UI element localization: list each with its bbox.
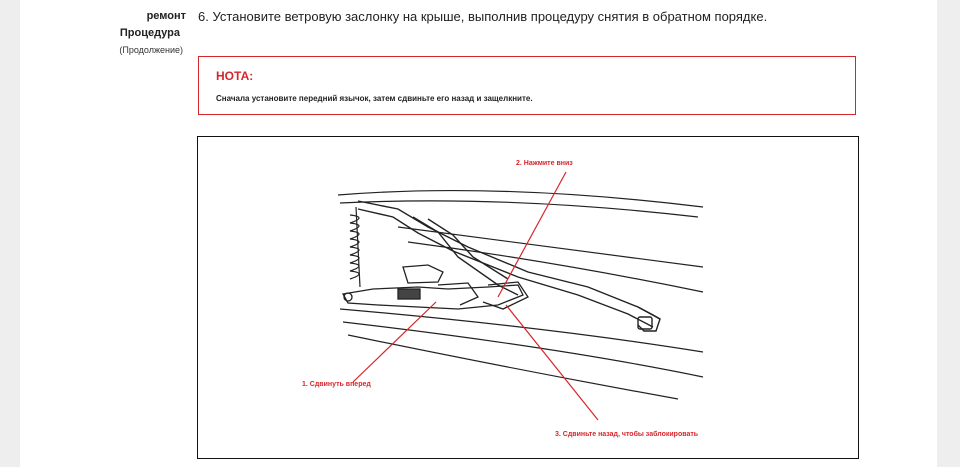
callout-slide-forward: 1. Сдвинуть вперед bbox=[302, 381, 371, 388]
step-instruction: 6. Установите ветровую заслонку на крыше… bbox=[198, 9, 768, 24]
latch-mechanism bbox=[341, 264, 529, 310]
section-label-procedure: Процедура bbox=[119, 27, 180, 39]
callout-leader-lines bbox=[352, 171, 599, 421]
note-text: Сначала установите передний язычок, зате… bbox=[216, 94, 533, 103]
note-box: НОТА: Сначала установите передний язычок… bbox=[198, 56, 856, 115]
deflector-arm bbox=[357, 200, 661, 332]
spring bbox=[349, 206, 361, 288]
callout-slide-back-lock: 3. Сдвиньте назад, чтобы заблокировать bbox=[555, 430, 699, 438]
roof-lines bbox=[337, 189, 704, 400]
note-title: НОТА: bbox=[216, 69, 254, 83]
wind-deflector-illustration: 2. Нажмите вниз 1. Сдвинуть вперед 3. Сд… bbox=[197, 136, 859, 459]
deflector-drawing: 2. Нажмите вниз 1. Сдвинуть вперед 3. Сд… bbox=[302, 160, 704, 438]
document-page: ремонт Процедура (Продолжение) 6. Устано… bbox=[20, 0, 937, 467]
section-label-repair: ремонт bbox=[146, 10, 186, 22]
section-label-continued: (Продолжение) bbox=[119, 45, 183, 55]
callout-press-down: 2. Нажмите вниз bbox=[516, 160, 573, 167]
